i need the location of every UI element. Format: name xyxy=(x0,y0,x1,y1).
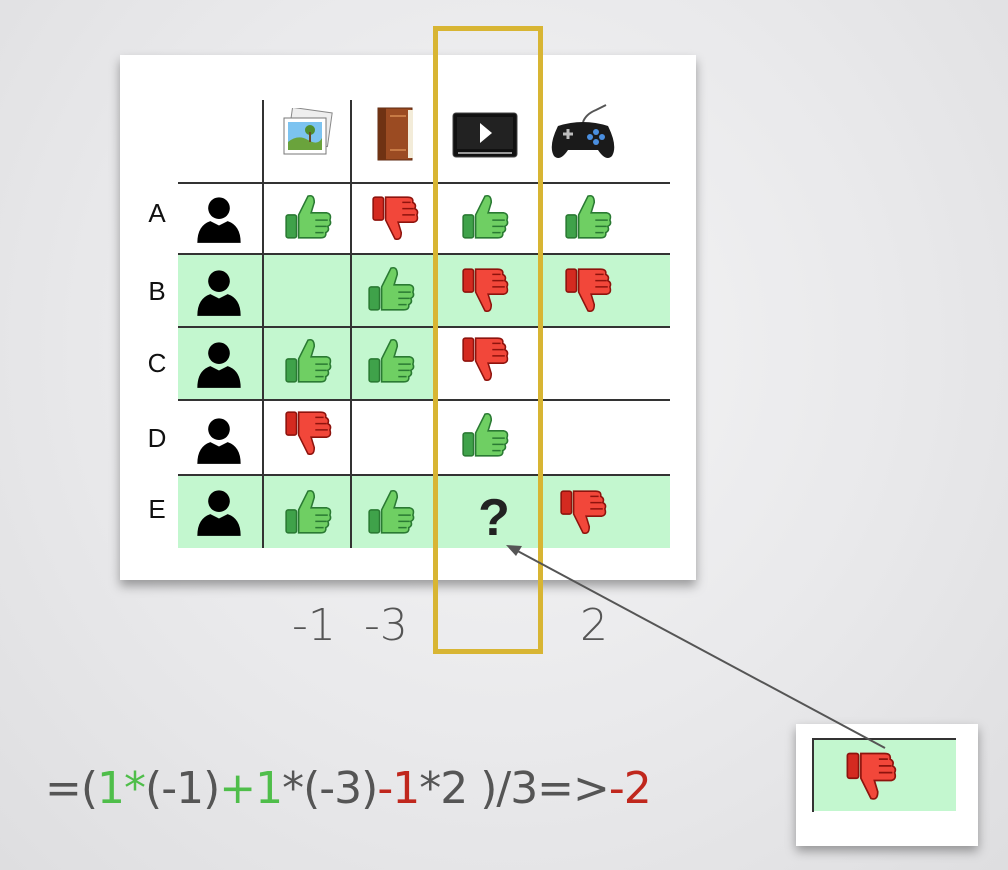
formula-weight: 1 xyxy=(392,763,420,814)
formula-operator: + xyxy=(219,763,256,814)
photo-icon xyxy=(283,108,333,155)
row-label: C xyxy=(147,348,167,378)
grid-line xyxy=(178,182,670,184)
thumbs-up-icon xyxy=(366,487,416,537)
formula-weight: 1 xyxy=(97,763,125,814)
grid-line xyxy=(178,474,670,476)
formula-part: (-1) xyxy=(145,763,220,814)
formula-operator: - xyxy=(377,763,393,814)
similarity-score-photo: -1 xyxy=(292,600,336,651)
thumbs-down-icon xyxy=(563,264,613,316)
similarity-score-game: 2 xyxy=(580,600,608,651)
thumbs-up-icon xyxy=(563,192,613,242)
thumbs-up-icon xyxy=(366,336,416,386)
formula-part: =( xyxy=(45,763,98,814)
user-icon xyxy=(193,193,245,245)
row-label: B xyxy=(148,276,166,306)
row-label: E xyxy=(148,494,166,524)
formula-part: *2 )/3=> xyxy=(419,763,610,814)
similarity-score-book: -3 xyxy=(364,600,408,651)
user-icon xyxy=(193,266,245,318)
highlight-column-frame xyxy=(433,26,543,654)
thumbs-down-icon xyxy=(844,748,898,804)
thumbs-down-icon xyxy=(370,192,420,244)
unknown-rating: ? xyxy=(478,489,510,547)
row-label: D xyxy=(147,423,167,453)
grid-line xyxy=(812,738,956,740)
formula-weight: 1 xyxy=(255,763,283,814)
formula-result: -2 xyxy=(608,763,652,814)
thumbs-down-icon xyxy=(283,407,333,459)
row-label: A xyxy=(148,198,166,228)
thumbs-up-icon xyxy=(283,336,333,386)
thumbs-up-icon xyxy=(283,487,333,537)
grid-line xyxy=(178,399,670,401)
grid-line xyxy=(262,100,264,548)
user-icon xyxy=(193,414,245,466)
book-icon xyxy=(377,107,413,161)
formula-part: *(-3) xyxy=(282,763,378,814)
thumbs-up-icon xyxy=(366,264,416,314)
user-icon xyxy=(193,338,245,390)
grid-line xyxy=(178,326,670,328)
grid-line xyxy=(178,253,670,255)
prediction-formula: =(1*(-1)+1*(-3)-1*2 )/3=>-2 xyxy=(45,763,652,814)
grid-line xyxy=(812,738,814,812)
formula-operator: * xyxy=(124,763,146,814)
predicted-rating-inset xyxy=(796,724,978,846)
video-icon xyxy=(452,112,518,158)
thumbs-up-icon xyxy=(283,192,333,242)
user-icon xyxy=(193,486,245,538)
thumbs-down-icon xyxy=(558,486,608,538)
grid-line xyxy=(350,100,352,548)
gamepad-icon xyxy=(551,104,615,158)
